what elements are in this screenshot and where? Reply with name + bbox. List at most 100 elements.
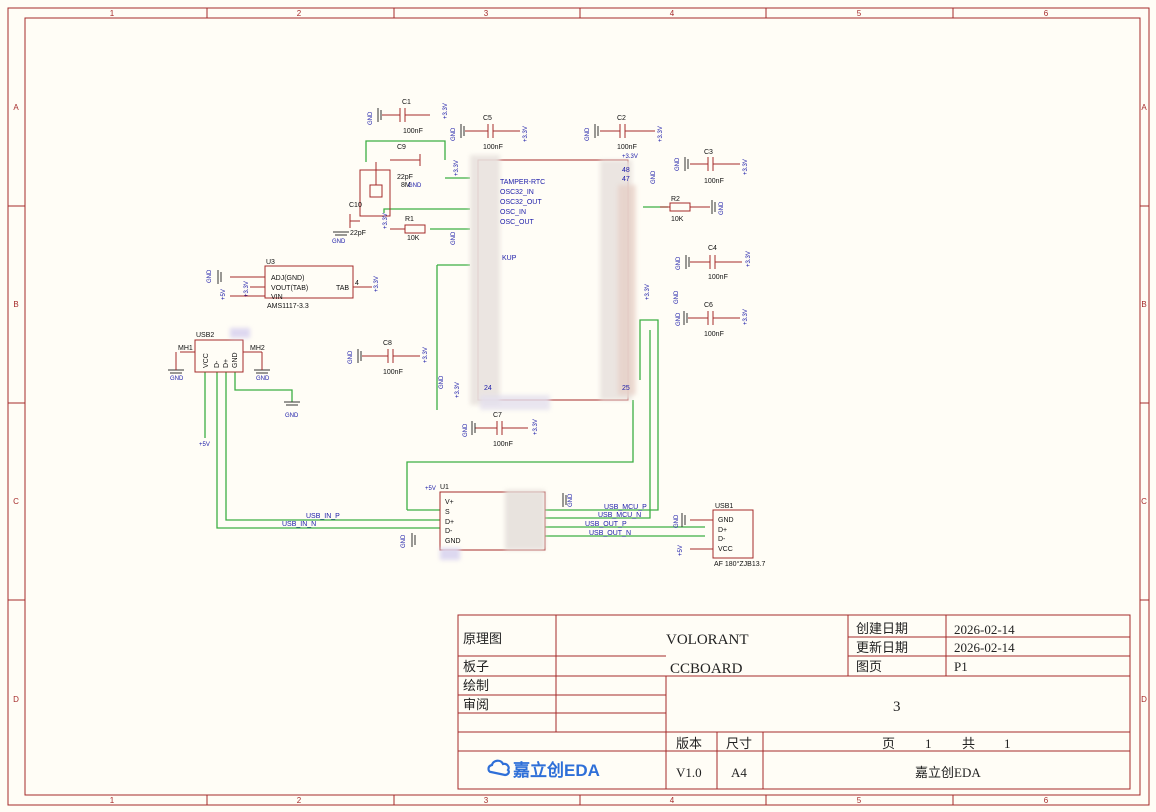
gnd-c4: GND <box>676 256 682 270</box>
u3-tab: TAB <box>336 285 349 292</box>
c2-ref: C2 <box>617 115 626 122</box>
row-label-d-r: D <box>1141 695 1147 704</box>
c9-ref: C9 <box>397 144 406 151</box>
gnd-c5: GND <box>451 127 457 141</box>
tb-schematic-label: 原理图 <box>463 631 502 646</box>
net-usb-out-n: USB_OUT_N <box>589 530 631 537</box>
u3-pin2: VOUT(TAB) <box>271 285 308 292</box>
capacitor-c8: C8 100nF <box>362 340 420 376</box>
crystal-circuit <box>349 154 426 234</box>
c5-value: 100nF <box>483 144 503 151</box>
gnd-c2: GND <box>585 127 591 141</box>
v33-u3-left: +3.3V <box>244 281 250 297</box>
net-labels: USB_IN_P USB_IN_N USB_MCU_P USB_MCU_N US… <box>282 504 647 537</box>
usb1-part: AF 180°ZJB13.7 <box>714 560 766 568</box>
gnd-right2: GND <box>674 290 680 304</box>
v5-u3: +5V <box>221 289 227 300</box>
gnd-c1: GND <box>368 111 374 125</box>
regulator-u3: U3 ADJ(GND) VOUT(TAB) VIN TAB 4 AMS1117-… <box>230 259 372 310</box>
net-usb-out-p: USB_OUT_P <box>585 521 627 528</box>
c2-value: 100nF <box>617 144 637 151</box>
v33-c1: +3.3V <box>443 103 449 119</box>
capacitor-c7: C7 100nF <box>475 412 528 448</box>
u3-pin3: VIN <box>271 294 283 301</box>
usb2-ref: USB2 <box>196 332 214 339</box>
u3-part: AMS1117-3.3 <box>267 303 309 310</box>
tb-page-no: 1 <box>925 736 932 751</box>
tb-board-label: 板子 <box>463 659 489 674</box>
col-label-2: 2 <box>297 9 302 18</box>
col-label-2b: 2 <box>297 796 302 805</box>
capacitor-c2: C2 100nF <box>600 115 655 151</box>
mh2-label: MH2 <box>250 345 265 352</box>
col-label-6: 6 <box>1044 9 1049 18</box>
gnd-mh1: GND <box>170 376 184 382</box>
u1-ref: U1 <box>440 484 449 491</box>
tb-created: 2026-02-14 <box>954 622 1015 637</box>
usb1-ref: USB1 <box>715 503 733 510</box>
frame-labels: 1 2 3 4 5 6 1 2 3 4 5 6 A B C D A B C D <box>13 9 1147 805</box>
col-label-1b: 1 <box>110 796 115 805</box>
tb-version-label: 版本 <box>676 736 702 751</box>
c10-ref: C10 <box>349 202 362 209</box>
u1-pin-gnd: GND <box>445 538 461 545</box>
drawing-frame <box>7 7 1150 806</box>
v33-u3-tab: +3.3V <box>374 276 380 292</box>
v33-c5: +3.3V <box>523 126 529 142</box>
c9-value: 22pF <box>397 174 413 181</box>
usb1-pin-dp: D+ <box>718 527 727 534</box>
gnd-c6: GND <box>676 312 682 326</box>
c8-ref: C8 <box>383 340 392 347</box>
u1-pin-s: S <box>445 509 450 516</box>
c3-ref: C3 <box>704 149 713 156</box>
pin-tamper: TAMPER-RTC <box>500 179 545 186</box>
v5-usb1: +5V <box>678 545 684 556</box>
row-label-d: D <box>13 695 19 704</box>
row-label-c: C <box>13 497 19 506</box>
tb-version: V1.0 <box>676 765 702 780</box>
gnd-u1-left: GND <box>401 534 407 548</box>
v33-c6: +3.3V <box>743 309 749 325</box>
u3-ref: U3 <box>266 259 275 266</box>
u1-pin-dm: D- <box>445 528 453 535</box>
row-label-b-r: B <box>1141 300 1146 309</box>
c4-ref: C4 <box>708 245 717 252</box>
c5-ref: C5 <box>483 115 492 122</box>
r2-value: 10K <box>671 216 684 223</box>
gnd-left2: GND <box>439 375 445 389</box>
logo-text: 嘉立创EDA <box>512 760 600 780</box>
tb-board: CCBOARD <box>670 661 743 677</box>
col-label-4: 4 <box>670 9 675 18</box>
ground-bars <box>168 108 716 547</box>
v33-right2: +3.3V <box>645 284 651 300</box>
tb-sheet-num: 3 <box>893 699 901 715</box>
usb1-pin-gnd: GND <box>718 517 734 524</box>
tb-review-label: 审阅 <box>463 697 489 712</box>
usb1-pin-vcc: VCC <box>718 546 733 553</box>
title-block-text: 原理图 VOLORANT 板子 CCBOARD 绘制 审阅 创建日期 2026-… <box>463 621 1015 780</box>
gnd-left1: GND <box>451 231 457 245</box>
pin-25: 25 <box>622 385 630 392</box>
crystal-value: 8M <box>401 182 411 189</box>
tb-page-word: 页 <box>882 736 895 751</box>
c7-ref: C7 <box>493 412 502 419</box>
pin-osc32-out: OSC32_OUT <box>500 199 542 206</box>
usb2-pin-gnd: GND <box>232 352 239 368</box>
net-usb-mcu-n: USB_MCU_N <box>598 512 641 519</box>
capacitor-c4: C4 100nF <box>690 245 742 281</box>
gnd-usb2: GND <box>285 413 299 419</box>
v33-r1: +3.3V <box>383 213 389 229</box>
usb-connector-usb1: USB1 GND D+ D- VCC AF 180°ZJB13.7 <box>690 503 766 568</box>
tb-project: VOLORANT <box>666 632 749 648</box>
tb-drawn-label: 绘制 <box>463 678 489 693</box>
net-usb-in-n: USB_IN_N <box>282 521 316 528</box>
c1-ref: C1 <box>402 99 411 106</box>
col-label-5b: 5 <box>857 796 862 805</box>
v33-c7: +3.3V <box>533 419 539 435</box>
pin-osc32-in: OSC32_IN <box>500 189 534 196</box>
v33-c2: +3.3V <box>658 126 664 142</box>
power-symbols: GND +3.3V GND +3.3V GND +3.3V +3.3V GND … <box>170 103 752 556</box>
gnd-u3: GND <box>207 269 213 283</box>
usb-switch-u1: U1 V+ S D+ D- GND <box>439 484 546 560</box>
tb-created-label: 创建日期 <box>856 621 908 636</box>
